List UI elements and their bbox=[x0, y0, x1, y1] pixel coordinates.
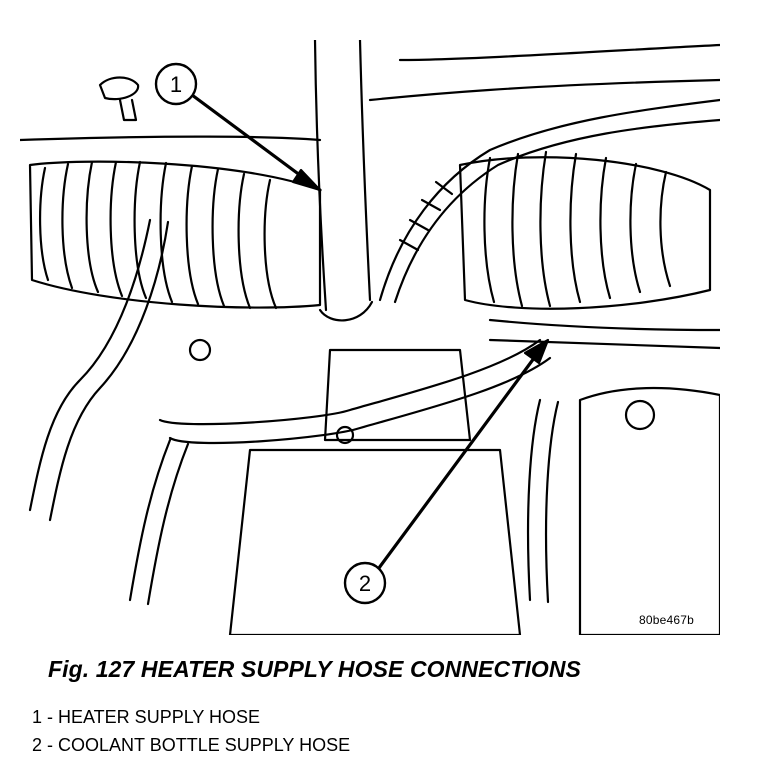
callout-1-number: 1 bbox=[170, 72, 182, 97]
background-lines bbox=[20, 43, 720, 142]
engine-block bbox=[188, 338, 720, 635]
wiring-harness bbox=[378, 98, 720, 304]
legend: 1 - HEATER SUPPLY HOSE 2 - COOLANT BOTTL… bbox=[32, 703, 350, 759]
engine-illustration: 1 2 bbox=[20, 40, 720, 635]
heater-supply-hose-shape bbox=[313, 40, 374, 322]
callout-1: 1 bbox=[154, 62, 198, 106]
figure-caption: Fig. 127 HEATER SUPPLY HOSE CONNECTIONS bbox=[48, 656, 581, 682]
callout-2-number: 2 bbox=[359, 571, 371, 596]
right-bellows bbox=[458, 150, 712, 310]
left-bellows bbox=[28, 160, 322, 310]
figure-code: 80be467b bbox=[639, 613, 694, 627]
legend-item-1: 1 - HEATER SUPPLY HOSE bbox=[32, 707, 261, 727]
callout-arrows bbox=[190, 93, 550, 574]
coolant-tubes bbox=[28, 218, 720, 606]
legend-item-2: 2 - COOLANT BOTTLE SUPPLY HOSE bbox=[32, 735, 351, 755]
callout-2: 2 bbox=[343, 561, 387, 605]
